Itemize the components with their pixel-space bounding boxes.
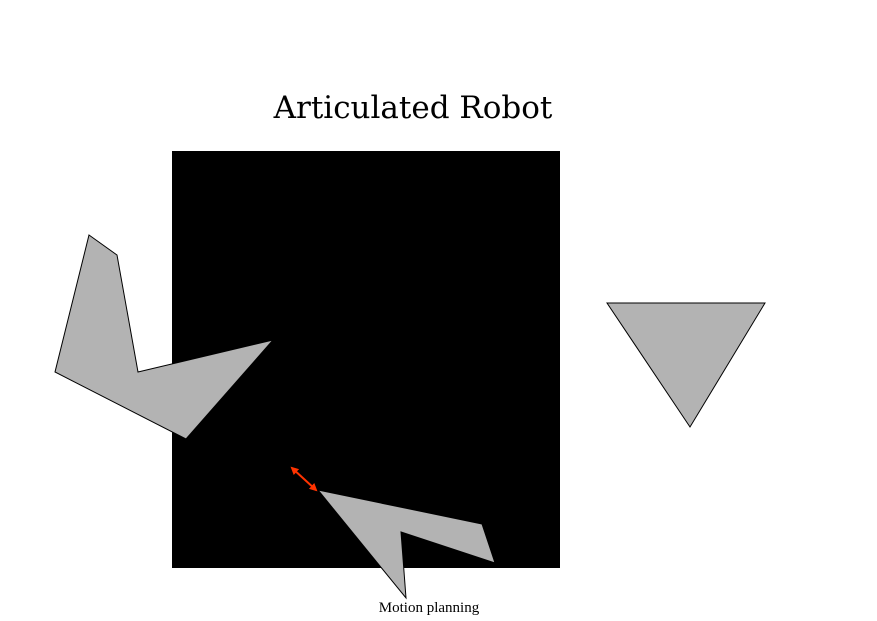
boomerang-shape — [316, 489, 496, 600]
slide-title: Articulated Robot — [273, 90, 553, 126]
triangle-obstacle — [606, 302, 766, 428]
caption-motion-planning: Motion planning — [378, 600, 480, 616]
double-headed-arrow — [290, 466, 318, 492]
articulated-robot-shape — [54, 234, 275, 440]
